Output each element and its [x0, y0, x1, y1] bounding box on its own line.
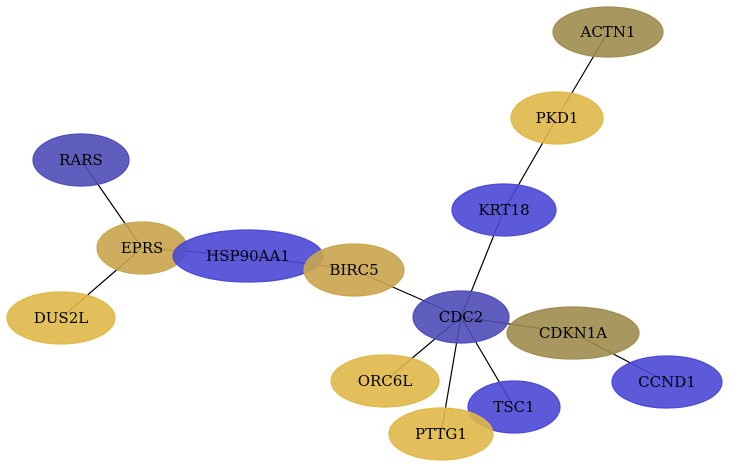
node-rars-label: RARS [59, 151, 103, 169]
node-dus2l[interactable]: DUS2L [6, 291, 116, 345]
node-cdc2-shape [412, 290, 510, 344]
node-orc6l-label: ORC6L [358, 372, 413, 390]
node-birc5[interactable]: BIRC5 [303, 243, 405, 297]
node-birc5-label: BIRC5 [329, 261, 378, 279]
node-hsp90aa1[interactable]: HSP90AA1 [172, 229, 324, 283]
node-actn1-label: ACTN1 [580, 23, 636, 41]
node-pkd1[interactable]: PKD1 [510, 91, 604, 145]
node-pttg1[interactable]: PTTG1 [388, 407, 494, 461]
node-eprs[interactable]: EPRS [96, 221, 188, 275]
node-krt18[interactable]: KRT18 [451, 183, 557, 237]
node-tsc1[interactable]: TSC1 [467, 380, 561, 434]
node-ccnd1-shape [611, 355, 723, 409]
node-ccnd1[interactable]: CCND1 [611, 355, 723, 409]
node-pkd1-shape [510, 91, 604, 145]
node-birc5-shape [303, 243, 405, 297]
node-rars[interactable]: RARS [32, 133, 130, 187]
node-ccnd1-label: CCND1 [638, 373, 696, 391]
node-krt18-label: KRT18 [478, 201, 529, 219]
node-actn1-shape [552, 6, 664, 58]
node-tsc1-shape [467, 380, 561, 434]
node-cdc2-label: CDC2 [439, 308, 484, 326]
node-rars-shape [32, 133, 130, 187]
node-pkd1-label: PKD1 [536, 109, 579, 127]
node-cdkn1a-label: CDKN1A [539, 324, 607, 342]
node-eprs-label: EPRS [121, 239, 164, 257]
node-dus2l-label: DUS2L [34, 309, 88, 327]
node-orc6l-shape [330, 354, 440, 408]
node-cdc2[interactable]: CDC2 [412, 290, 510, 344]
node-orc6l[interactable]: ORC6L [330, 354, 440, 408]
node-actn1[interactable]: ACTN1 [552, 6, 664, 58]
node-pttg1-label: PTTG1 [415, 425, 467, 443]
node-hsp90aa1-label: HSP90AA1 [206, 247, 290, 265]
node-pttg1-shape [388, 407, 494, 461]
node-krt18-shape [451, 183, 557, 237]
node-cdkn1a-shape [506, 306, 640, 360]
node-dus2l-shape [6, 291, 116, 345]
node-cdkn1a[interactable]: CDKN1A [506, 306, 640, 360]
node-tsc1-label: TSC1 [493, 398, 534, 416]
